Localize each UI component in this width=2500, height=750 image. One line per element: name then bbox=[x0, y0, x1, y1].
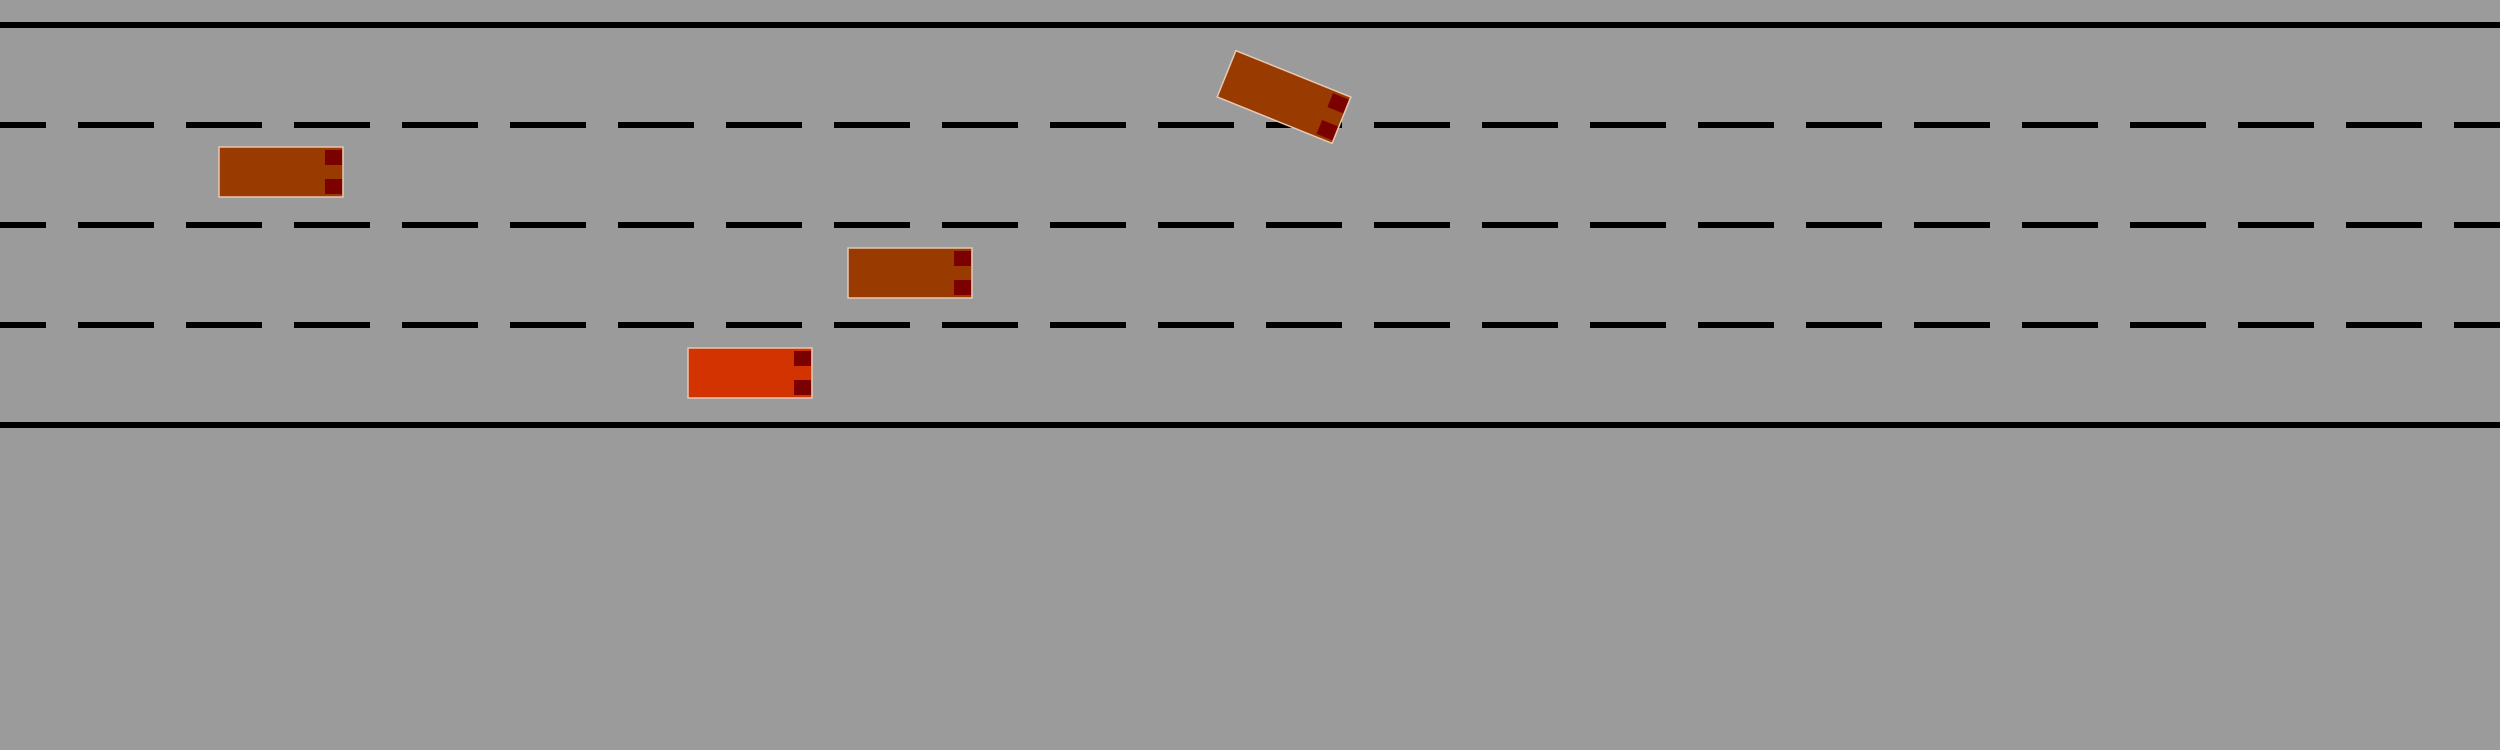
lane-dash bbox=[1806, 322, 1882, 328]
lane-divider-2 bbox=[0, 222, 2500, 228]
lane-divider-3 bbox=[0, 322, 2500, 328]
lane-dash bbox=[510, 222, 586, 228]
lane-dash bbox=[402, 122, 478, 128]
lane-dash bbox=[1698, 322, 1774, 328]
lane-dash bbox=[1374, 322, 1450, 328]
lane-dash bbox=[1806, 122, 1882, 128]
road-edge-top bbox=[0, 22, 2500, 28]
other-vehicle bbox=[1216, 49, 1352, 145]
lane-dash bbox=[2454, 322, 2500, 328]
lane-dash bbox=[2130, 222, 2206, 228]
lane-dash bbox=[1158, 222, 1234, 228]
lane-dash bbox=[294, 122, 370, 128]
lane-dash bbox=[1050, 222, 1126, 228]
lane-dash bbox=[2130, 122, 2206, 128]
lane-dash bbox=[942, 222, 1018, 228]
lane-dash bbox=[294, 322, 370, 328]
lane-dash bbox=[2346, 122, 2422, 128]
lane-dash bbox=[618, 122, 694, 128]
lane-dash bbox=[1482, 222, 1558, 228]
lane-dash bbox=[834, 122, 910, 128]
lane-dash bbox=[1482, 322, 1558, 328]
vehicle-light-left bbox=[1327, 93, 1349, 114]
lane-dash bbox=[1914, 122, 1990, 128]
lane-dash bbox=[1914, 222, 1990, 228]
lane-dash bbox=[2454, 122, 2500, 128]
lane-divider-1 bbox=[0, 122, 2500, 128]
lane-dash bbox=[834, 222, 910, 228]
lane-dash bbox=[2130, 322, 2206, 328]
lane-dash bbox=[1158, 122, 1234, 128]
lane-dash bbox=[2238, 222, 2314, 228]
lane-markings bbox=[0, 22, 2500, 428]
lane-dash bbox=[1590, 322, 1666, 328]
vehicle-light-right bbox=[1316, 119, 1338, 141]
vehicle-light-left bbox=[325, 150, 342, 165]
lane-dash bbox=[1050, 322, 1126, 328]
lane-dash bbox=[1266, 322, 1342, 328]
lane-dash bbox=[78, 222, 154, 228]
lane-dash bbox=[0, 222, 46, 228]
other-vehicle-body bbox=[1216, 49, 1352, 145]
lane-dash bbox=[1590, 122, 1666, 128]
lane-dash bbox=[0, 322, 46, 328]
vehicle-light-left bbox=[954, 251, 971, 266]
lane-dash bbox=[726, 122, 802, 128]
lane-dash bbox=[726, 322, 802, 328]
lane-dash bbox=[618, 222, 694, 228]
lane-dash bbox=[1914, 322, 1990, 328]
other-vehicle-body bbox=[847, 247, 973, 299]
other-vehicle bbox=[218, 146, 344, 198]
lane-dash bbox=[510, 122, 586, 128]
lane-dash bbox=[1806, 222, 1882, 228]
vehicle-light-left bbox=[794, 351, 811, 366]
lane-dash bbox=[78, 322, 154, 328]
lane-dash bbox=[1374, 222, 1450, 228]
lane-dash bbox=[2022, 122, 2098, 128]
lane-dash bbox=[0, 122, 46, 128]
lane-dash bbox=[618, 322, 694, 328]
lane-dash bbox=[1050, 122, 1126, 128]
ego-vehicle bbox=[687, 347, 813, 399]
lane-dash bbox=[1482, 122, 1558, 128]
vehicle-light-right bbox=[325, 179, 342, 194]
lane-dash bbox=[1266, 222, 1342, 228]
lane-dash bbox=[2346, 222, 2422, 228]
lane-dash bbox=[186, 222, 262, 228]
lane-dash bbox=[1158, 322, 1234, 328]
lane-dash bbox=[1698, 222, 1774, 228]
lane-dash bbox=[2346, 322, 2422, 328]
other-vehicle-body bbox=[218, 146, 344, 198]
lane-dash bbox=[510, 322, 586, 328]
lane-dash bbox=[1374, 122, 1450, 128]
lane-dash bbox=[1590, 222, 1666, 228]
road-edge-bottom bbox=[0, 422, 2500, 428]
lane-dash bbox=[1698, 122, 1774, 128]
lane-dash bbox=[294, 222, 370, 228]
lane-dash bbox=[186, 122, 262, 128]
lane-dash bbox=[2022, 222, 2098, 228]
other-vehicle bbox=[847, 247, 973, 299]
lane-dash bbox=[834, 322, 910, 328]
lane-dash bbox=[402, 222, 478, 228]
lane-dash bbox=[942, 122, 1018, 128]
lane-dash bbox=[78, 122, 154, 128]
lane-dash bbox=[186, 322, 262, 328]
lane-dash bbox=[2022, 322, 2098, 328]
lane-dash bbox=[402, 322, 478, 328]
lane-dash bbox=[2454, 222, 2500, 228]
lane-dash bbox=[2238, 122, 2314, 128]
vehicle-light-right bbox=[794, 380, 811, 395]
lane-dash bbox=[942, 322, 1018, 328]
lane-dash bbox=[2238, 322, 2314, 328]
vehicle-light-right bbox=[954, 280, 971, 295]
ego-vehicle-body bbox=[687, 347, 813, 399]
vehicles-layer bbox=[218, 49, 1352, 399]
lane-dash bbox=[726, 222, 802, 228]
